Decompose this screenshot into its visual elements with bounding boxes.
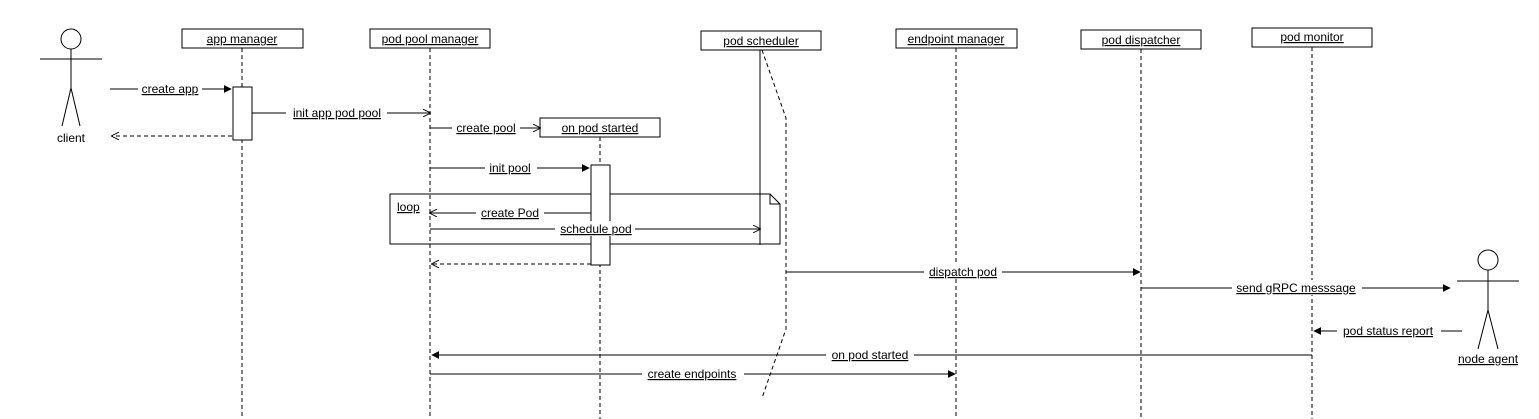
- participant-pod-monitor: pod monitor: [1251, 27, 1373, 48]
- participant-pod-scheduler: pod scheduler: [700, 30, 822, 51]
- message-labels: create app init app pod pool create pool…: [138, 81, 1441, 381]
- loop-fragment: loop: [389, 193, 781, 245]
- svg-text:pod monitor: pod monitor: [1280, 30, 1343, 44]
- send-grpc-label: send gRPC messsage: [1236, 281, 1356, 295]
- node-agent-label: node agent: [1458, 352, 1519, 366]
- client-left-leg: [61, 87, 72, 127]
- pod-scheduler-lifeline: [761, 49, 787, 399]
- svg-text:endpoint manager: endpoint manager: [908, 32, 1005, 46]
- svg-text:app manager: app manager: [207, 32, 278, 46]
- node-agent-actor: node agent: [1457, 249, 1519, 366]
- on-pod-started-activation: [590, 164, 611, 266]
- dispatch-pod-label: dispatch pod: [929, 265, 997, 279]
- on-pod-started-label: on pod started: [832, 348, 909, 362]
- create-pool-label: create pool: [456, 121, 515, 135]
- app-manager-activation: [232, 86, 253, 141]
- participant-pod-dispatcher: pod dispatcher: [1080, 29, 1202, 50]
- create-app-label: create app: [142, 82, 199, 96]
- client-label: client: [57, 131, 86, 145]
- participant-endpoint-manager: endpoint manager: [895, 28, 1018, 49]
- init-pool-label: init pool: [489, 161, 530, 175]
- svg-text:on pod started: on pod started: [562, 121, 639, 135]
- participant-pod-pool-manager: pod pool manager: [369, 28, 491, 49]
- pod-status-report-label: pod status report: [1343, 324, 1434, 338]
- participant-app-manager: app manager: [181, 28, 304, 49]
- init-app-pod-pool-label: init app pod pool: [293, 106, 381, 120]
- svg-text:pod pool manager: pod pool manager: [382, 32, 479, 46]
- node-agent-right-leg: [1487, 309, 1499, 350]
- client-actor: client: [40, 28, 102, 145]
- schedule-pod-label: schedule pod: [560, 222, 631, 236]
- create-endpoints-label: create endpoints: [648, 367, 737, 381]
- loop-label: loop: [397, 200, 420, 214]
- client-head: [60, 28, 82, 50]
- client-right-leg: [70, 87, 81, 127]
- create-pod-label: create Pod: [481, 206, 539, 220]
- node-agent-head: [1477, 249, 1499, 271]
- svg-text:pod scheduler: pod scheduler: [723, 34, 798, 48]
- node-agent-left-leg: [1477, 309, 1489, 350]
- participant-on-pod-started: on pod started: [539, 117, 661, 138]
- svg-text:pod dispatcher: pod dispatcher: [1102, 33, 1181, 47]
